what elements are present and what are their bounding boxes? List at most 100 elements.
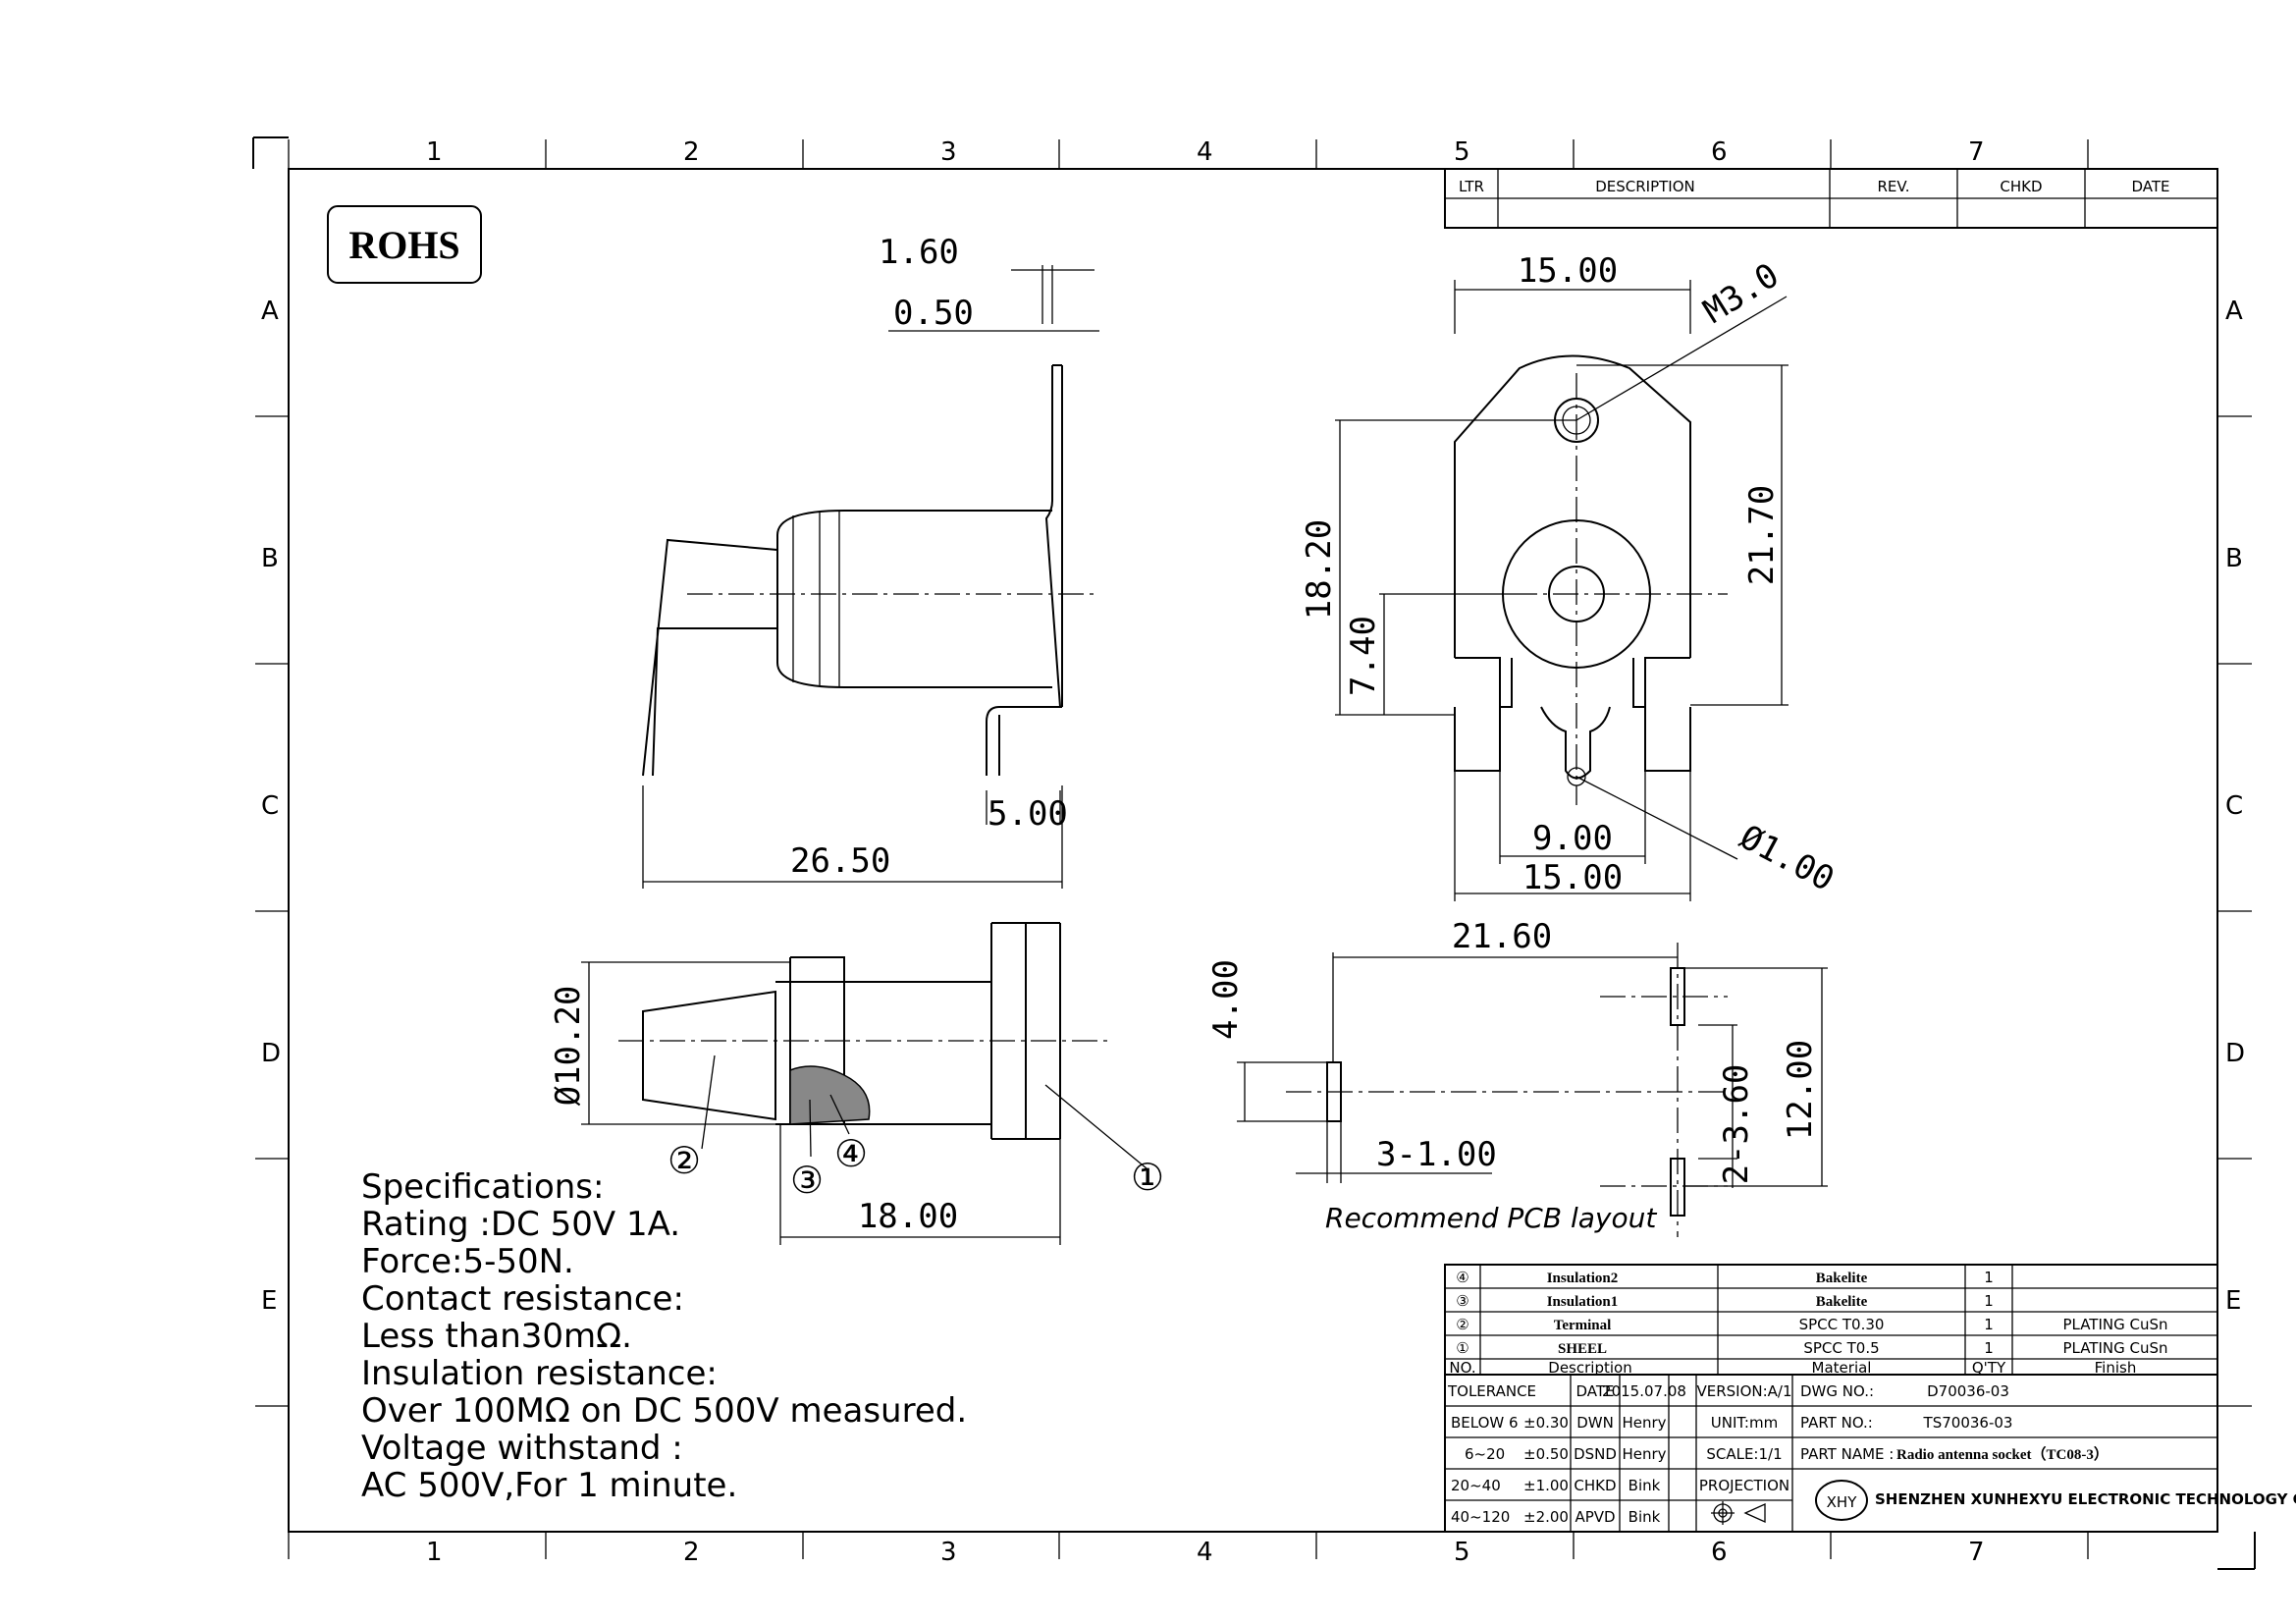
spec-line: Specifications: bbox=[361, 1167, 604, 1207]
grid-col-2-top: 2 bbox=[683, 137, 700, 167]
spec-line: Contact resistance: bbox=[361, 1279, 684, 1319]
bom-qty: 1 bbox=[1984, 1269, 1994, 1286]
grid-col-4-bottom: 4 bbox=[1197, 1538, 1213, 1567]
dim-15-00-bottom: 15.00 bbox=[1522, 858, 1623, 897]
tb-apvd-label: APVD bbox=[1575, 1508, 1615, 1526]
bom-no: ① bbox=[1456, 1339, 1468, 1357]
spec-line: Insulation resistance: bbox=[361, 1354, 718, 1393]
spec-line: Rating :DC 50V 1A. bbox=[361, 1205, 680, 1244]
rev-description-header: DESCRIPTION bbox=[1595, 178, 1695, 195]
rohs-badge: ROHS bbox=[327, 205, 482, 284]
tb-dwg-no: D70036-03 bbox=[1927, 1382, 2009, 1400]
tb-dsnd-label: DSND bbox=[1574, 1445, 1617, 1463]
tb-tol-range: 40~120 bbox=[1451, 1508, 1510, 1526]
grid-row-a-right: A bbox=[2225, 297, 2243, 326]
grid-col-1-bottom: 1 bbox=[426, 1538, 443, 1567]
grid-row-e-right: E bbox=[2225, 1286, 2241, 1316]
grid-row-b-left: B bbox=[261, 544, 279, 573]
pcb-layout-label: Recommend PCB layout bbox=[1325, 1202, 1657, 1234]
dim-0-50: 0.50 bbox=[893, 294, 974, 333]
rev-chkd-header: CHKD bbox=[2000, 178, 2042, 195]
dim-18-20: 18.20 bbox=[1300, 519, 1339, 620]
tb-tol-value: ±0.50 bbox=[1523, 1445, 1569, 1463]
dim-2-3-60: 2-3.60 bbox=[1717, 1064, 1756, 1185]
grid-col-7-top: 7 bbox=[1968, 137, 1985, 167]
grid-row-d-left: D bbox=[261, 1039, 281, 1068]
callout-3: ③ bbox=[790, 1159, 824, 1202]
tb-part-no: TS70036-03 bbox=[1923, 1414, 2013, 1432]
callouts: ① ② ③ ④ bbox=[667, 1055, 1164, 1202]
dim-phi1: Ø1.00 bbox=[1734, 818, 1841, 899]
tb-tol-value: ±2.00 bbox=[1523, 1508, 1569, 1526]
bom-table: ④ Insulation2 Bakelite 1 ③ Insulation1 B… bbox=[1444, 1264, 2218, 1377]
bom-desc: Insulation1 bbox=[1547, 1294, 1619, 1310]
dim-m3: M3.0 bbox=[1697, 255, 1787, 331]
dimensions: 1.60 0.50 5.00 26.50 15.00 M3.0 18.20 21… bbox=[549, 233, 1841, 1245]
bom-material: Bakelite bbox=[1816, 1271, 1868, 1286]
callout-4: ④ bbox=[834, 1132, 868, 1175]
tb-scale: SCALE:1/1 bbox=[1706, 1445, 1782, 1463]
tb-date-label: DATE bbox=[1575, 1382, 1614, 1400]
tb-tol-range: 6~20 bbox=[1465, 1445, 1505, 1463]
grid-row-c-right: C bbox=[2225, 791, 2243, 821]
tb-chkd-label: CHKD bbox=[1574, 1477, 1616, 1494]
bom-desc: Insulation2 bbox=[1547, 1271, 1619, 1286]
projection-symbol-icon bbox=[1711, 1501, 1766, 1525]
grid-col-6-bottom: 6 bbox=[1711, 1538, 1728, 1567]
revision-table: LTR DESCRIPTION REV. CHKD DATE bbox=[1444, 168, 2218, 229]
grid-col-6-top: 6 bbox=[1711, 137, 1728, 167]
grid-col-3-bottom: 3 bbox=[940, 1538, 957, 1567]
dim-26-50: 26.50 bbox=[790, 841, 890, 881]
rohs-label: ROHS bbox=[348, 223, 459, 267]
bom-no: ④ bbox=[1456, 1269, 1468, 1286]
bom-qty: 1 bbox=[1984, 1316, 1994, 1333]
bom-qty: 1 bbox=[1984, 1292, 1994, 1310]
tb-projection: PROJECTION bbox=[1699, 1477, 1789, 1494]
dim-21-70: 21.70 bbox=[1742, 485, 1782, 585]
spec-line: Force:5-50N. bbox=[361, 1242, 574, 1281]
tb-company-name: SHENZHEN XUNHEXYU ELECTRONIC TECHNOLOGY … bbox=[1875, 1490, 2296, 1508]
grid-col-7-bottom: 7 bbox=[1968, 1538, 1985, 1567]
dim-12-00: 12.00 bbox=[1781, 1040, 1820, 1140]
tb-part-no-label: PART NO.: bbox=[1800, 1414, 1873, 1432]
side-view bbox=[642, 364, 1095, 777]
tb-version: VERSION:A/1 bbox=[1696, 1382, 1791, 1400]
bom-desc: SHEEL bbox=[1558, 1341, 1607, 1357]
tb-tol-value: ±0.30 bbox=[1523, 1414, 1569, 1432]
dim-15-00-top: 15.00 bbox=[1518, 251, 1618, 291]
bom-no: ③ bbox=[1456, 1292, 1468, 1310]
bom-desc: Terminal bbox=[1554, 1318, 1612, 1333]
dim-9-00: 9.00 bbox=[1532, 819, 1613, 858]
grid-row-a-left: A bbox=[261, 297, 279, 326]
dim-3-1-00: 3-1.00 bbox=[1376, 1135, 1497, 1174]
grid-row-c-left: C bbox=[261, 791, 279, 821]
rev-date-header: DATE bbox=[2131, 178, 2169, 195]
grid-row-e-left: E bbox=[261, 1286, 277, 1316]
rev-rev-header: REV. bbox=[1878, 178, 1910, 195]
specifications: Specifications: Rating :DC 50V 1A. Force… bbox=[361, 1167, 967, 1505]
spec-line: Over 100MΩ on DC 500V measured. bbox=[361, 1391, 967, 1431]
callout-2: ② bbox=[667, 1139, 701, 1182]
bom-header-material: Material bbox=[1812, 1359, 1872, 1377]
company-logo: XHY bbox=[1815, 1480, 1868, 1521]
front-view bbox=[1454, 354, 1728, 805]
tb-dwn-value: Henry bbox=[1622, 1414, 1666, 1432]
grid-col-2-bottom: 2 bbox=[683, 1538, 700, 1567]
bom-finish: PLATING CuSn bbox=[2062, 1339, 2167, 1357]
company-logo-text: XHY bbox=[1827, 1493, 1858, 1511]
grid-row-b-right: B bbox=[2225, 544, 2243, 573]
bom-qty: 1 bbox=[1984, 1339, 1994, 1357]
profile-view bbox=[618, 922, 1109, 1140]
dim-21-60: 21.60 bbox=[1452, 917, 1552, 956]
bom-material: SPCC T0.30 bbox=[1799, 1316, 1885, 1333]
tb-part-name-label: PART NAME : bbox=[1800, 1445, 1894, 1463]
dim-5-00: 5.00 bbox=[988, 794, 1068, 834]
grid-row-d-right: D bbox=[2225, 1039, 2245, 1068]
bom-no: ② bbox=[1456, 1316, 1468, 1333]
dim-7-40: 7.40 bbox=[1344, 616, 1383, 696]
spec-line: Less than30mΩ. bbox=[361, 1317, 632, 1356]
grid-col-5-bottom: 5 bbox=[1454, 1538, 1470, 1567]
bom-header-qty: Q'TY bbox=[1972, 1359, 2006, 1377]
tb-tol-range: 20~40 bbox=[1451, 1477, 1501, 1494]
